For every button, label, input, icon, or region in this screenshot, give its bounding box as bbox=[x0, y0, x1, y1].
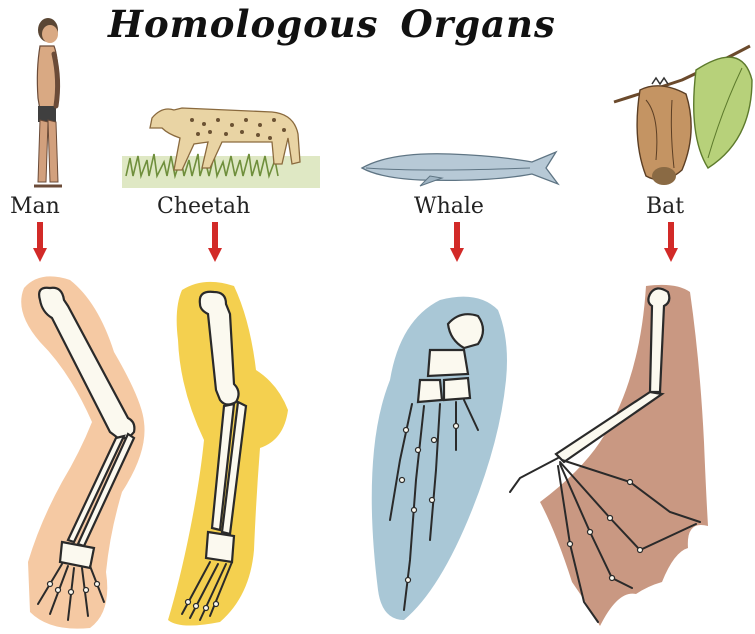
whale-illustration bbox=[360, 146, 560, 190]
bat-wing-skeleton bbox=[500, 282, 715, 632]
label-cheetah: Cheetah bbox=[157, 194, 250, 219]
title-word-organs: Organs bbox=[400, 2, 555, 46]
label-bat: Bat bbox=[646, 194, 684, 219]
arrow-down-icon bbox=[208, 222, 222, 262]
diagram-title: Homologous Organs bbox=[108, 2, 628, 46]
man-illustration bbox=[14, 10, 74, 192]
arrow-down-icon bbox=[450, 222, 464, 262]
title-word-homologous: Homologous bbox=[108, 2, 378, 46]
human-arm-skeleton bbox=[10, 272, 160, 634]
label-whale: Whale bbox=[414, 194, 484, 219]
cheetah-leg-skeleton bbox=[160, 280, 310, 634]
arrow-down-icon bbox=[664, 222, 678, 262]
arrow-down-icon bbox=[33, 222, 47, 262]
bat-illustration bbox=[612, 40, 752, 192]
cheetah-illustration bbox=[122, 98, 322, 190]
label-man: Man bbox=[10, 194, 60, 219]
